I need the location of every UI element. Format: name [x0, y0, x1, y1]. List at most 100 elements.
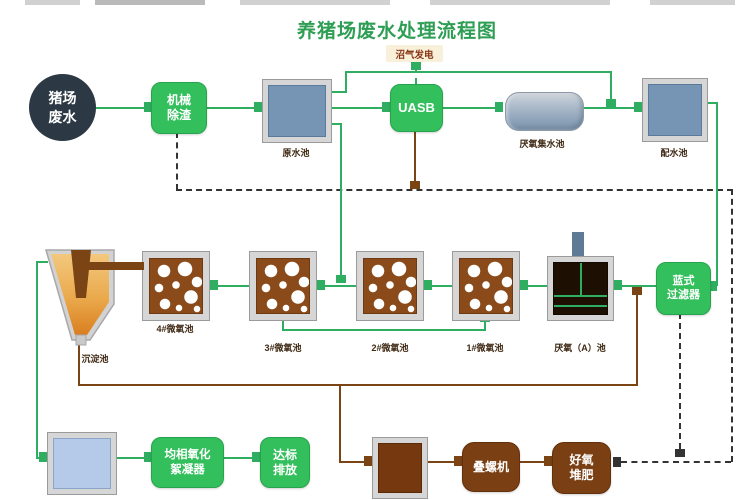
crop-artifact [240, 0, 390, 5]
sludge-line [339, 384, 341, 463]
flow-line [330, 123, 342, 125]
arrowhead [634, 102, 642, 112]
arrowhead [613, 457, 621, 467]
arrowhead [39, 452, 47, 462]
anaerobic-a-label: 厌氧（A）池 [554, 343, 606, 353]
sludge-line [78, 384, 638, 386]
anaerobic-a-baffle [554, 304, 607, 307]
dashed-line [621, 461, 731, 463]
biogas-dashed-line [415, 66, 417, 84]
arrowhead [632, 287, 642, 295]
anaerobic-a-water [553, 262, 608, 315]
sludge-storage-tank [372, 437, 428, 499]
flow-line [218, 285, 249, 287]
micro-pool-2-tank [356, 251, 424, 321]
micro-pool-4-label: 4#微氧池 [156, 324, 194, 334]
flocculator-label: 均相氧化 絮凝器 [164, 449, 211, 476]
arrowhead [544, 456, 552, 466]
flow-line [432, 285, 452, 287]
arrowhead [317, 280, 325, 290]
basket-filter-node: 蓝式 过滤器 [656, 262, 711, 315]
clean-water [53, 438, 111, 489]
crop-artifact [95, 0, 205, 5]
crop-artifact [25, 0, 80, 5]
source-node: 猪场 废水 [29, 74, 96, 141]
micro-pool-1-bubbles [459, 258, 513, 314]
flow-line [345, 71, 612, 73]
micro-pool-1-tank [452, 251, 520, 321]
screw-press-label: 叠螺机 [472, 459, 509, 474]
basket-filter-label: 蓝式 过滤器 [667, 274, 700, 301]
flow-line [205, 107, 254, 109]
flow-line [345, 71, 347, 93]
arrowhead [144, 102, 152, 112]
flow-line [610, 71, 612, 99]
raw-pool-label: 原水池 [282, 148, 310, 158]
screening-label: 机械 除渣 [166, 93, 191, 122]
flow-line [222, 457, 252, 459]
sludge-line [636, 294, 638, 386]
arrowhead [144, 452, 152, 462]
arrowhead [254, 102, 262, 112]
flow-line [441, 107, 495, 109]
flow-line [36, 261, 48, 263]
sludge-line [518, 461, 544, 463]
flow-line [330, 107, 382, 109]
arrowhead [210, 280, 218, 290]
source-label: 猪场 废水 [48, 90, 77, 125]
arrowhead [252, 452, 260, 462]
anaerobic-collect-label: 厌氧集水池 [519, 139, 565, 149]
flow-line [115, 457, 144, 459]
arrowhead [675, 449, 685, 457]
flow-line [36, 457, 40, 459]
anaerobic-a-tank [547, 256, 614, 321]
micro-pool-4-tank [142, 251, 210, 321]
flow-line [282, 318, 284, 331]
sludge-pipe [88, 262, 144, 270]
sludge-line [78, 344, 80, 386]
diagram-title: 养猪场废水处理流程图 [297, 21, 498, 42]
arrowhead [364, 456, 372, 466]
anaerobic-a-baffle [554, 294, 607, 297]
dashed-line [731, 189, 733, 462]
arrowhead [382, 102, 390, 112]
distribution-pool-label: 配水池 [660, 148, 688, 158]
anaerobic-collect-drum [505, 92, 584, 131]
micro-pool-2-label: 2#微氧池 [371, 343, 409, 353]
biogas-label: 沼气发电 [395, 49, 434, 61]
sludge-line [414, 130, 416, 181]
arrowhead [606, 99, 616, 107]
arrowhead [336, 275, 346, 283]
arrowhead [520, 280, 528, 290]
arrowhead [410, 181, 420, 189]
discharge-label: 达标 排放 [272, 447, 297, 477]
biogas-badge: 沼气发电 [386, 45, 443, 62]
flow-line [36, 261, 38, 459]
sludge-line [339, 461, 364, 463]
sludge-line [426, 461, 454, 463]
flow-line [340, 123, 342, 275]
micro-pool-3-bubbles [256, 258, 310, 314]
flow-line [582, 107, 634, 109]
uasb-label: UASB [398, 99, 435, 115]
compost-node: 好氧 堆肥 [552, 442, 611, 494]
distribution-pool-tank [642, 78, 708, 142]
flow-line [528, 285, 547, 287]
flow-line [716, 102, 718, 286]
crop-artifact [650, 0, 735, 5]
dashed-line [176, 132, 178, 190]
flow-line [330, 91, 347, 93]
flocculator-node: 均相氧化 絮凝器 [151, 437, 224, 488]
flow-line [282, 329, 485, 331]
anaerobic-a-inlet-bar [572, 232, 584, 260]
crop-artifact [430, 0, 610, 5]
flow-line [96, 107, 144, 109]
micro-pool-1-label: 1#微氧池 [466, 343, 504, 353]
dashed-line [176, 189, 733, 191]
sedimentation-label: 沉淀池 [81, 354, 109, 364]
micro-pool-4-bubbles [149, 258, 203, 314]
raw-pool-tank [262, 79, 332, 143]
micro-pool-2-bubbles [363, 258, 417, 314]
raw-pool-water [268, 85, 326, 137]
